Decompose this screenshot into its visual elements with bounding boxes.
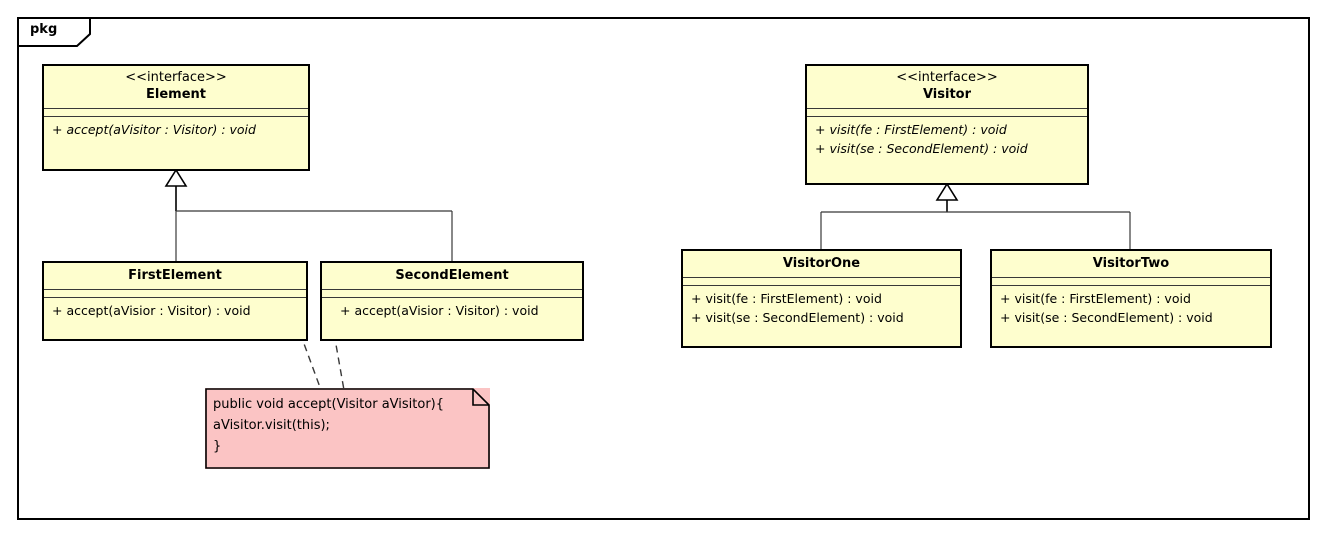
- class-separator-visitor-one-2: [683, 285, 960, 286]
- operation-visit-second-visitor-two: + visit(se : SecondElement) : void: [1000, 310, 1213, 325]
- class-separator-visitor-two-2: [992, 285, 1270, 286]
- class-attributes-first-element: [44, 290, 306, 297]
- note-text: public void accept(Visitor aVisitor){ aV…: [213, 397, 445, 454]
- class-separator-element-2: [44, 116, 308, 117]
- package-tab-shape: [17, 17, 91, 47]
- class-name-second-element: SecondElement: [395, 268, 509, 283]
- class-separator-second-element-2: [322, 297, 582, 298]
- class-operations-element: + accept(aVisitor : Visitor) : void: [44, 117, 308, 143]
- class-operations-visitor-one: + visit(fe : FirstElement) : void + visi…: [683, 286, 960, 331]
- class-header-visitor: <<interface>> Visitor: [807, 66, 1087, 108]
- operation-visit-second-visitor: + visit(se : SecondElement) : void: [815, 141, 1028, 156]
- class-operations-visitor-two: + visit(fe : FirstElement) : void + visi…: [992, 286, 1270, 331]
- class-separator-visitor-2: [807, 116, 1087, 117]
- operation-visit-first-visitor: + visit(fe : FirstElement) : void: [815, 122, 1007, 137]
- package-tab: pkg: [17, 17, 91, 47]
- operation-accept-second-element: + accept(aVisior : Visitor) : void: [340, 303, 539, 318]
- class-attributes-visitor-two: [992, 278, 1270, 285]
- class-header-visitor-one: VisitorOne: [683, 251, 960, 277]
- class-separator-visitor-two-1: [992, 277, 1270, 278]
- class-attributes-visitor-one: [683, 278, 960, 285]
- class-name-first-element: FirstElement: [128, 268, 222, 283]
- class-box-visitor[interactable]: <<interface>> Visitor + visit(fe : First…: [805, 64, 1089, 185]
- operation-accept-element: + accept(aVisitor : Visitor) : void: [52, 122, 256, 137]
- class-operations-second-element: + accept(aVisior : Visitor) : void: [322, 298, 582, 324]
- class-separator-visitor-one-1: [683, 277, 960, 278]
- class-separator-visitor-1: [807, 108, 1087, 109]
- class-header-element: <<interface>> Element: [44, 66, 308, 108]
- operation-visit-first-visitor-one: + visit(fe : FirstElement) : void: [691, 291, 882, 306]
- class-header-visitor-two: VisitorTwo: [992, 251, 1270, 277]
- class-box-visitor-two[interactable]: VisitorTwo + visit(fe : FirstElement) : …: [990, 249, 1272, 348]
- class-attributes-second-element: [322, 290, 582, 297]
- class-separator-first-element-1: [44, 289, 306, 290]
- class-name-visitor: Visitor: [922, 87, 972, 102]
- note-shape: [205, 388, 490, 469]
- class-name-element: Element: [146, 87, 206, 102]
- operation-visit-first-visitor-two: + visit(fe : FirstElement) : void: [1000, 291, 1191, 306]
- class-header-first-element: FirstElement: [44, 263, 306, 289]
- class-stereotype-visitor: <<interface>>: [896, 70, 998, 85]
- class-box-second-element[interactable]: SecondElement + accept(aVisior : Visitor…: [320, 261, 584, 341]
- class-separator-element-1: [44, 108, 308, 109]
- class-name-visitor-one: VisitorOne: [782, 256, 861, 271]
- class-box-first-element[interactable]: FirstElement + accept(aVisior : Visitor)…: [42, 261, 308, 341]
- note-box[interactable]: public void accept(Visitor aVisitor){ aV…: [205, 388, 490, 469]
- class-attributes-element: [44, 109, 308, 116]
- class-name-visitor-two: VisitorTwo: [1092, 256, 1170, 271]
- class-box-element[interactable]: <<interface>> Element + accept(aVisitor …: [42, 64, 310, 171]
- package-frame: [17, 17, 1310, 520]
- operation-accept-first-element: + accept(aVisior : Visitor) : void: [52, 303, 251, 318]
- class-attributes-visitor: [807, 109, 1087, 116]
- class-box-visitor-one[interactable]: VisitorOne + visit(fe : FirstElement) : …: [681, 249, 962, 348]
- class-separator-second-element-1: [322, 289, 582, 290]
- class-separator-first-element-2: [44, 297, 306, 298]
- class-operations-visitor: + visit(fe : FirstElement) : void + visi…: [807, 117, 1087, 162]
- operation-visit-second-visitor-one: + visit(se : SecondElement) : void: [691, 310, 904, 325]
- class-operations-first-element: + accept(aVisior : Visitor) : void: [44, 298, 306, 324]
- class-header-second-element: SecondElement: [322, 263, 582, 289]
- note-folded-corner-icon: [472, 389, 489, 406]
- class-stereotype-element: <<interface>>: [125, 70, 227, 85]
- package-tab-label: pkg: [30, 22, 58, 37]
